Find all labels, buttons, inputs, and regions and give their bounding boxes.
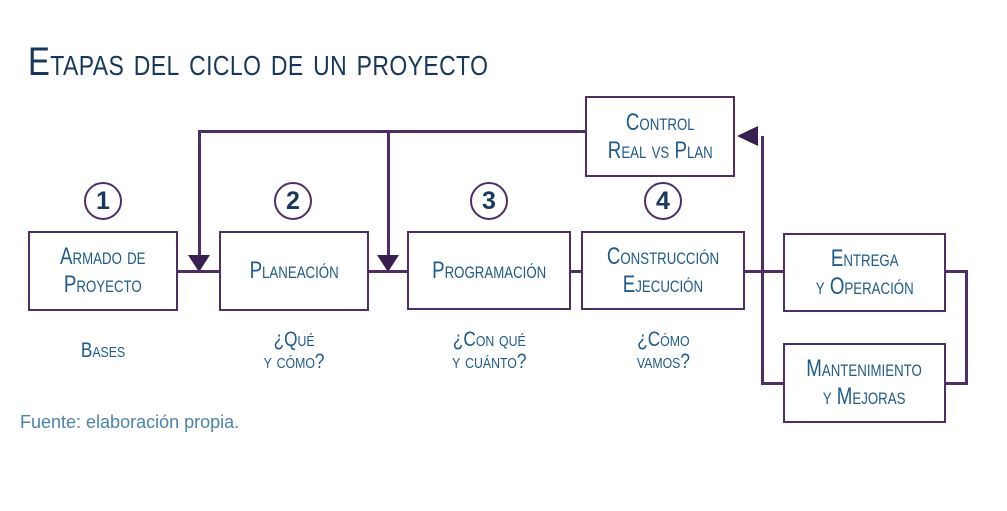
- sublabel-que-line2: y cómo?: [263, 350, 325, 373]
- stage-circle-1: 1: [84, 182, 122, 220]
- sublabel-bases-line1: Bases: [80, 339, 126, 362]
- box-mantenimiento-mejoras: Mantenimiento y Mejoras: [783, 343, 946, 423]
- connector-feedback-mantenimiento: [761, 382, 783, 385]
- feedback-drop-line-1: [198, 130, 201, 257]
- source-note: Fuente: elaboración propia.: [20, 412, 240, 432]
- arrow-left-icon-control: [737, 126, 758, 146]
- box-control-label: Control Real vs Plan: [608, 109, 713, 165]
- sublabel-como-line2: vamos?: [636, 350, 690, 373]
- connector-box1-box2: [178, 270, 219, 273]
- connector-box2-box3: [369, 270, 407, 273]
- box-armado-de-proyecto: Armado de Proyecto: [28, 231, 178, 311]
- stage-circle-2: 2: [274, 182, 312, 220]
- sublabel-como-text: ¿Cómo vamos?: [636, 329, 689, 373]
- stage-number-4: 4: [656, 186, 670, 215]
- sublabel-que-y-como: ¿Qué y cómo?: [214, 326, 374, 376]
- box-planeacion: Planeación: [219, 231, 369, 311]
- box-control-real-vs-plan: Control Real vs Plan: [585, 96, 735, 177]
- feedback-top-line: [198, 130, 585, 133]
- connector-mantenimiento-right: [946, 382, 968, 385]
- box-construccion-line2: Ejecución: [622, 270, 704, 298]
- box-control-line2: Real vs Plan: [607, 136, 713, 164]
- box-control-line1: Control: [625, 108, 695, 136]
- sublabel-con-que-y-cuanto: ¿Con qué y cuánto?: [409, 326, 569, 376]
- connector-box4-entrega: [745, 270, 783, 273]
- box-mantenimiento-line2: y Mejoras: [823, 383, 906, 410]
- sublabel-bases: Bases: [23, 326, 183, 376]
- feedback-right-vertical-line: [761, 136, 764, 385]
- sublabel-bases-text: Bases: [81, 340, 125, 362]
- stage-circle-4: 4: [644, 182, 682, 220]
- box-construccion-ejecucion: Construcción Ejecución: [581, 231, 745, 310]
- sublabel-como-vamos: ¿Cómo vamos?: [583, 326, 743, 376]
- box-mantenimiento-line1: Mantenimiento: [806, 355, 923, 382]
- box-armado-line1: Armado de: [60, 243, 146, 270]
- sublabel-que-text: ¿Qué y cómo?: [264, 329, 325, 373]
- page-title: Etapas del ciclo de un proyecto: [28, 40, 489, 84]
- stage-circle-3: 3: [470, 182, 508, 220]
- box-entrega-operacion: Entrega y Operación: [783, 233, 946, 312]
- box-construccion-line1: Construcción: [606, 242, 720, 270]
- box-programacion: Programación: [407, 231, 571, 310]
- stage-number-3: 3: [482, 186, 496, 215]
- box-entrega-line2: y Operación: [815, 272, 914, 300]
- box-planeacion-line1: Planeación: [249, 257, 339, 284]
- stage-number-1: 1: [96, 186, 110, 215]
- sublabel-conque-line2: y cuánto?: [451, 350, 527, 373]
- connector-entrega-right: [946, 270, 968, 273]
- sublabel-que-line1: ¿Qué: [273, 328, 315, 351]
- feedback-drop-line-2: [387, 130, 390, 257]
- box-armado-label: Armado de Proyecto: [60, 243, 145, 299]
- stage-number-2: 2: [286, 186, 300, 215]
- arrow-down-icon-1: [188, 255, 210, 272]
- sublabel-como-line1: ¿Cómo: [636, 328, 690, 351]
- box-planeacion-label: Planeación: [249, 257, 338, 285]
- box-mantenimiento-label: Mantenimiento y Mejoras: [807, 355, 923, 411]
- box-construccion-label: Construcción Ejecución: [607, 243, 719, 299]
- box-entrega-line1: Entrega: [830, 244, 899, 272]
- sublabel-conque-text: ¿Con qué y cuánto?: [452, 329, 526, 373]
- box-programacion-line1: Programación: [431, 256, 547, 284]
- connector-box3-box4: [571, 270, 581, 273]
- box-entrega-label: Entrega y Operación: [816, 245, 914, 301]
- box-programacion-label: Programación: [432, 257, 546, 285]
- connector-right-vertical: [965, 270, 968, 385]
- arrow-down-icon-2: [377, 255, 399, 272]
- box-armado-line2: Proyecto: [64, 271, 142, 298]
- sublabel-conque-line1: ¿Con qué: [452, 328, 526, 351]
